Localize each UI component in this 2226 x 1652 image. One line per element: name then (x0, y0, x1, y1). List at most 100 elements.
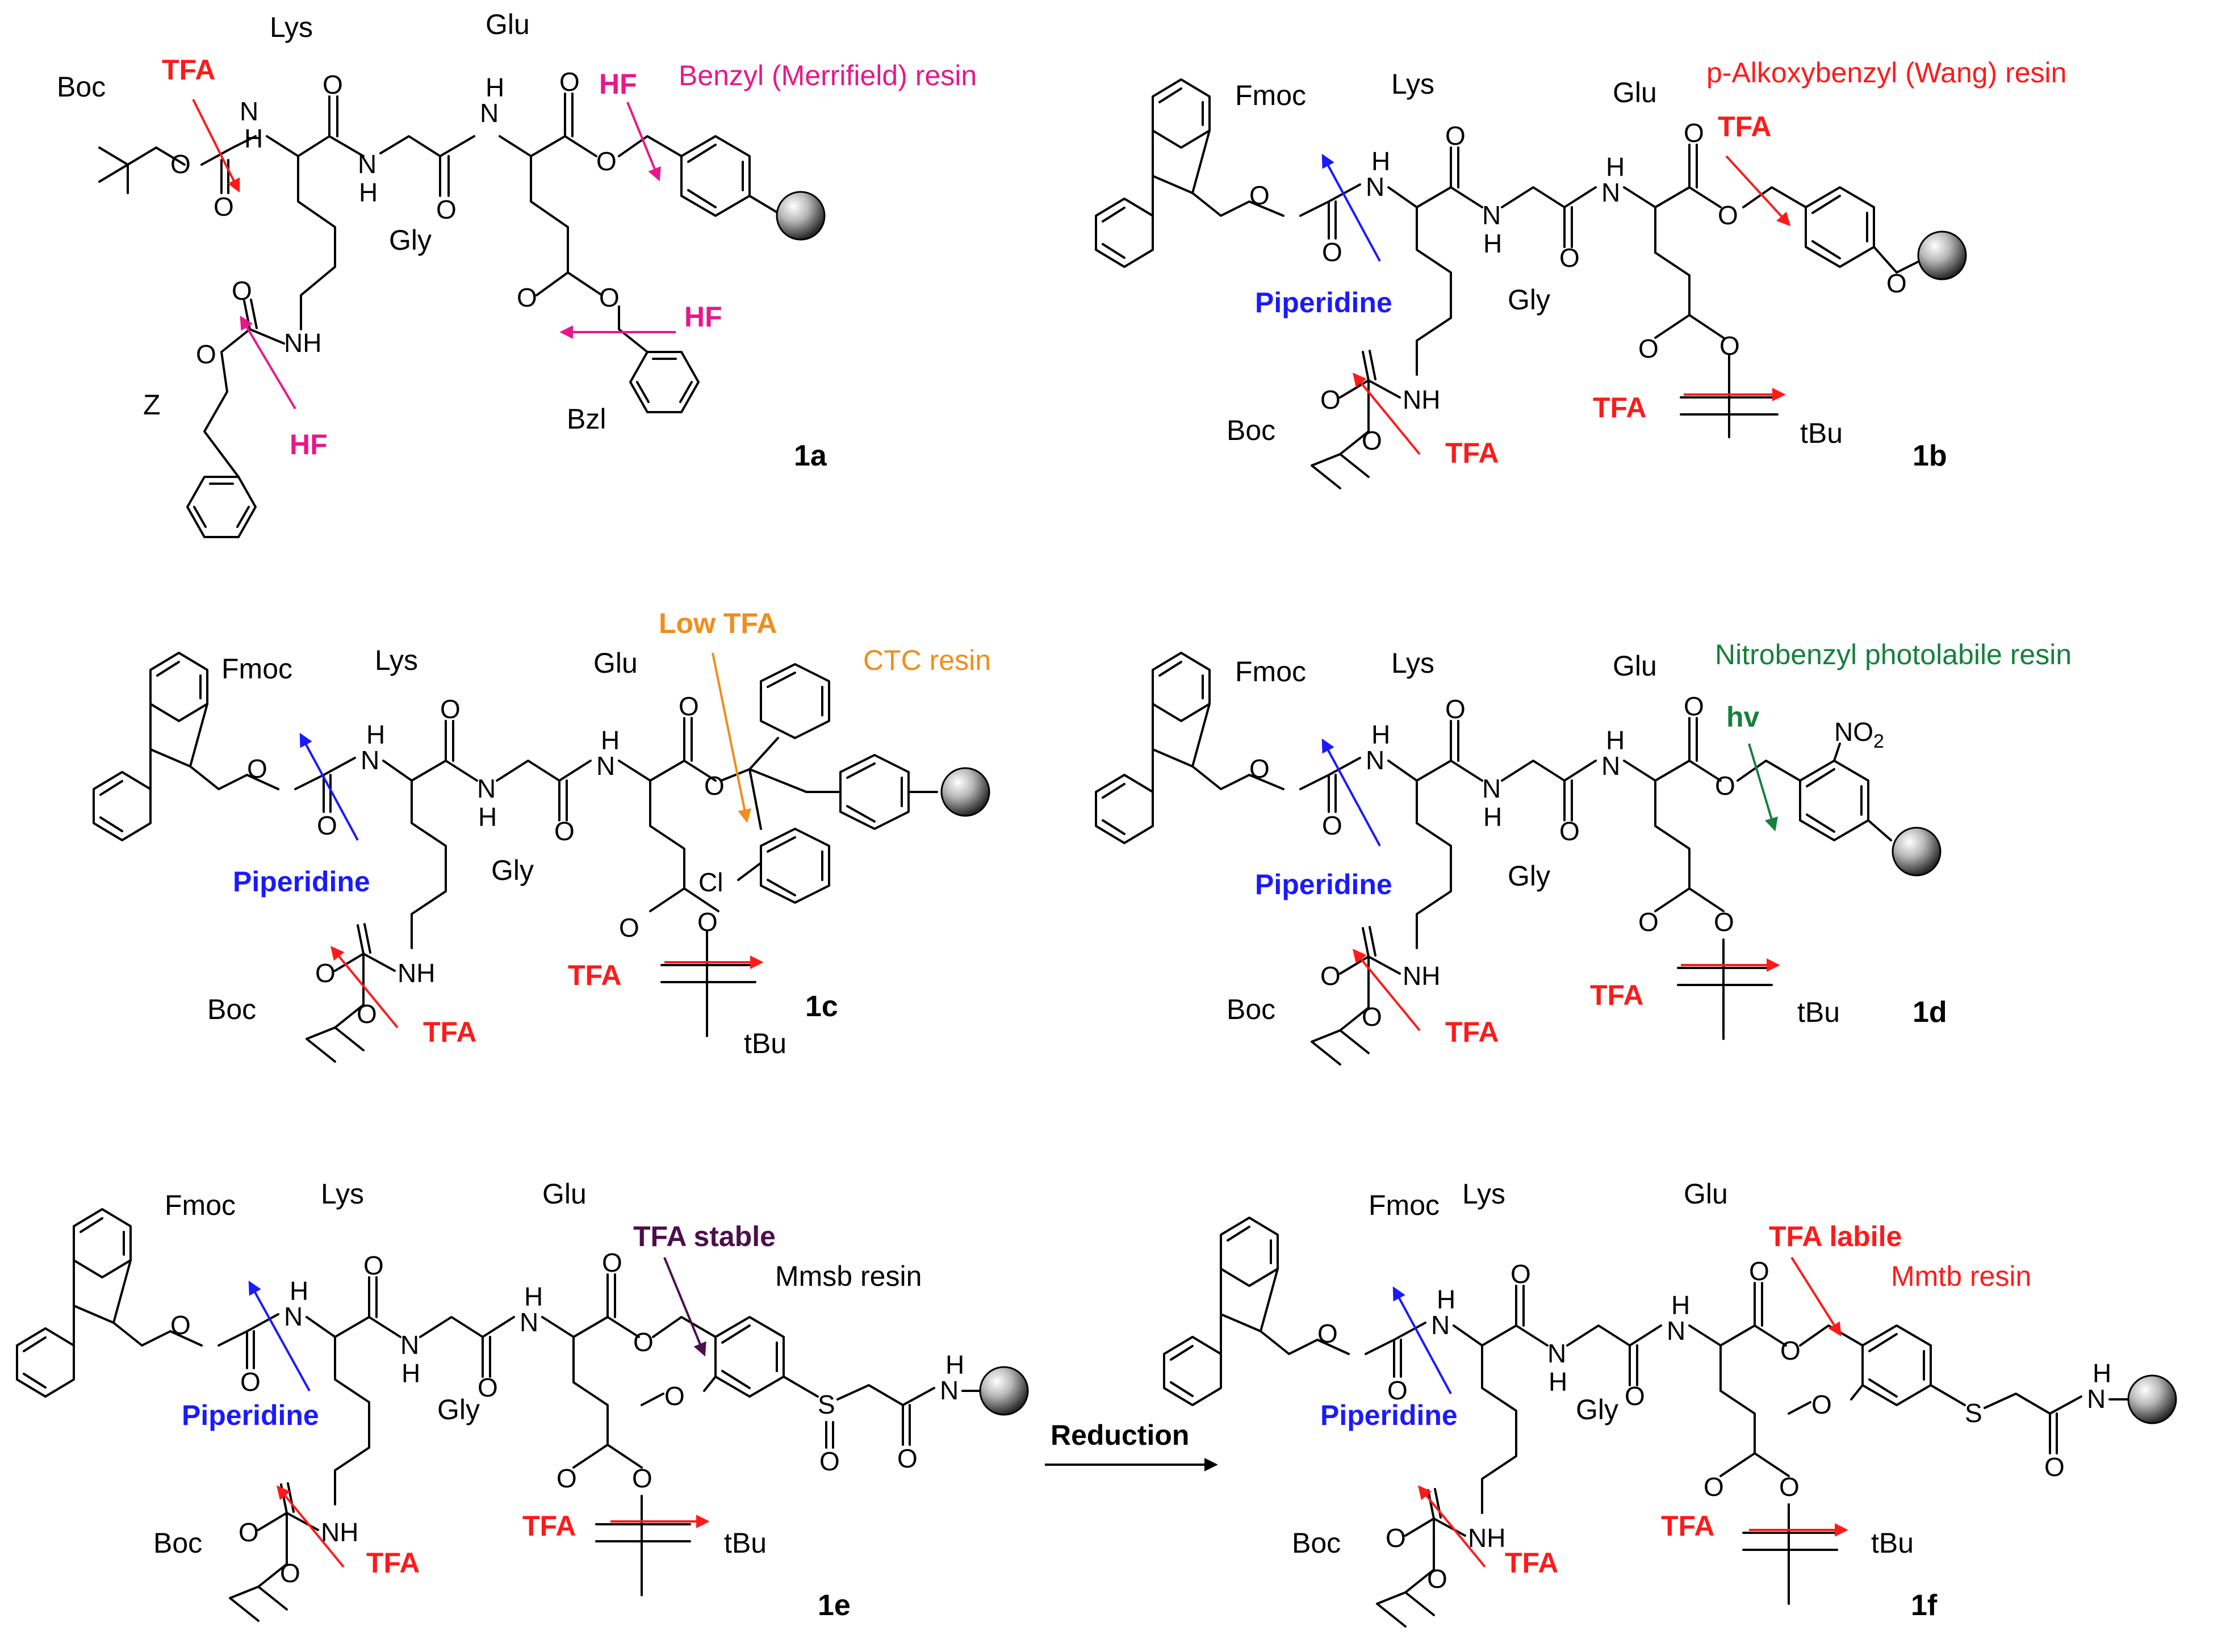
atom-n: N (1482, 774, 1501, 803)
atom-o: O (1386, 1523, 1406, 1553)
atom-o: O (1387, 1376, 1408, 1405)
atom-o: O (596, 146, 617, 176)
cleavage-nterm-label: Piperidine (182, 1399, 319, 1431)
resin-label: p-Alkoxybenzyl (Wang) resin (1706, 57, 2066, 89)
atom-o: O (170, 1310, 191, 1340)
residue-gly-label: Gly (1508, 860, 1550, 892)
resin-bead (776, 191, 826, 241)
cleavage-arrow (712, 652, 751, 823)
atom-o: O (559, 67, 580, 97)
reduction-arrow: Reduction (1045, 1419, 1218, 1471)
atom-h: H (1371, 720, 1390, 749)
nterm-pg-label: Fmoc (1369, 1189, 1440, 1221)
atom-o: O (664, 1381, 685, 1411)
atom-o: O (1317, 1319, 1338, 1348)
atom-o: O (599, 283, 620, 312)
atom-o: O (280, 1558, 300, 1588)
atom-n: N (1667, 1316, 1685, 1345)
cleavage-glu-label: TFA (1590, 979, 1643, 1011)
cleavage-resin-label: TFA (1718, 111, 1771, 142)
nterm-pg-label: Fmoc (1235, 79, 1306, 111)
atom-o: O (238, 1517, 259, 1547)
atom-nh: NH (1403, 385, 1440, 414)
atom-o: O (1638, 907, 1659, 937)
atom-o: O (1322, 811, 1342, 840)
atom-o: O (317, 811, 337, 840)
compound-id: 1b (1913, 439, 1947, 472)
reduction-label: Reduction (1051, 1419, 1189, 1451)
cleavage-glu-label: TFA (568, 959, 621, 991)
cleavage-resin-label: Low TFA (659, 607, 777, 639)
atom-o: O (1320, 385, 1341, 414)
cleavage-arrow (1748, 743, 1778, 832)
atom-h: H (945, 1350, 964, 1380)
atom-h: H (366, 720, 385, 749)
atom-o: O (1684, 118, 1704, 148)
panel-1d: O O N H O N H NH O O O N H O O O O NO2 F… (1095, 639, 2072, 1066)
residue-lys-label: Lys (1391, 647, 1434, 679)
side-pg-glu-label: tBu (724, 1527, 767, 1559)
resin-label: Mmtb resin (1891, 1260, 2031, 1292)
side-pg-glu-label: tBu (1797, 996, 1840, 1028)
atom-h: H (1549, 1367, 1567, 1397)
atom-n: N (358, 149, 376, 179)
atom-n: N (480, 98, 499, 128)
atom-o: O (1249, 754, 1270, 783)
cleavage-arrow (663, 1257, 706, 1357)
atom-o: O (247, 754, 267, 783)
side-pg-lys-label: Boc (1292, 1527, 1341, 1559)
atom-n: N (1431, 1310, 1450, 1340)
atom-o: O (602, 1248, 622, 1277)
atom-o: O (1715, 771, 1735, 800)
cleavage-arrow (1790, 1256, 1842, 1337)
atom-h: H (1483, 802, 1502, 832)
compound-id: 1a (794, 439, 827, 472)
atom-o: O (363, 1251, 384, 1280)
cleavage-resin-label: TFA labile (1769, 1221, 1902, 1252)
atom-o: O (2044, 1452, 2065, 1482)
resin-bead (1917, 230, 1967, 280)
atom-o: O (1362, 1002, 1382, 1032)
cleavage-arrow (192, 99, 240, 193)
cleavage-arrow (240, 315, 296, 410)
atom-s: S (1965, 1398, 1982, 1428)
cleavage-arrow (248, 1280, 311, 1391)
atom-h: H (1606, 726, 1625, 755)
atom-n: N (520, 1307, 538, 1337)
atom-n: N (361, 745, 379, 775)
cleavage-arrow (1725, 155, 1791, 227)
atom-s: S (818, 1390, 835, 1419)
cleavage-nterm-label: Piperidine (1255, 287, 1392, 318)
cleavage-lys-label: TFA (1505, 1547, 1558, 1579)
cleavage-lys-label: TFA (1445, 1016, 1499, 1048)
side-pg-glu-label: tBu (1871, 1527, 1914, 1559)
atom-h: H (486, 73, 504, 102)
atom-o: O (819, 1446, 840, 1476)
atom-h: H (290, 1276, 308, 1306)
cleavage-arrow (276, 1485, 345, 1568)
atom-h: H (1606, 152, 1625, 182)
cleavage-glu-label: TFA (1593, 392, 1646, 424)
residue-glu-label: Glu (542, 1178, 587, 1210)
resin-label: Benzyl (Merrifield) resin (679, 60, 977, 91)
resin-bead (2127, 1374, 2177, 1424)
cleavage-arrow (1321, 153, 1381, 262)
panel-1a: O O N H O N H NH O O O N H O O O O (57, 9, 977, 538)
cleavage-arrow (1352, 372, 1421, 455)
cleavage-resin-label: TFA stable (633, 1221, 776, 1252)
cleavage-glu-label: TFA (522, 1510, 576, 1542)
atom-h: H (1671, 1290, 1690, 1320)
atom-nh: NH (398, 958, 435, 988)
atom-o: O (1249, 181, 1270, 210)
atom-nh: NH (284, 328, 321, 358)
panel-1f: O O N H O N H NH O O O N H O O O O O S O… (1163, 1178, 2177, 1628)
cleavage-arrow (1417, 1485, 1486, 1568)
atom-n: N (1547, 1339, 1566, 1368)
atom-o: O (1427, 1564, 1447, 1594)
panel-1c: O O N H O N H NH O O O N H O O O O Cl (93, 607, 991, 1063)
cleavage-nterm-label: TFA (162, 54, 215, 86)
atom-o: O (1559, 243, 1580, 272)
atom-o: O (1779, 1472, 1800, 1502)
nterm-pg-label: Fmoc (1235, 656, 1306, 687)
atom-o: O (1510, 1259, 1531, 1289)
